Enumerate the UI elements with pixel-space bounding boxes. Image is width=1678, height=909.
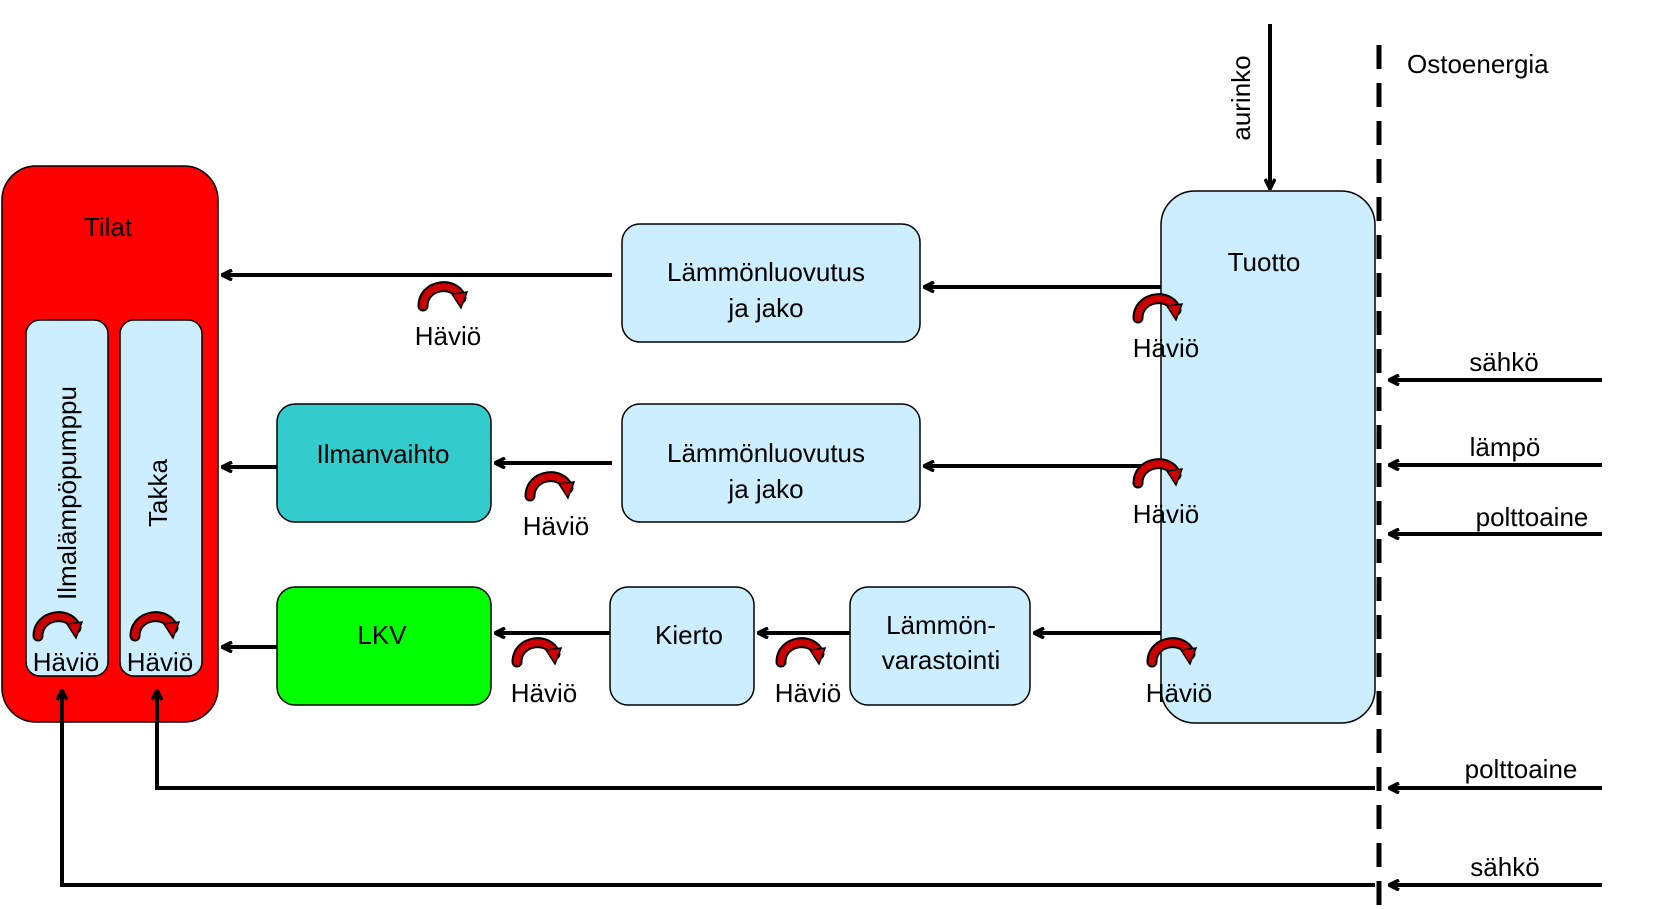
loss-label-ilmalampopumppu: Häviö xyxy=(33,647,99,677)
kierto-label: Kierto xyxy=(655,620,723,650)
kierto-box xyxy=(609,586,755,706)
lammonvarastointi-line-2: varastointi xyxy=(882,645,1001,675)
input-sahko-bottom-label: sähkö xyxy=(1470,852,1539,882)
polttoaine-to-takka-line xyxy=(157,690,1375,790)
loss-label-tuotto-3: Häviö xyxy=(1146,678,1212,708)
lammonluovutus-1-line-1: Lämmönluovutus xyxy=(667,257,865,287)
loss-label-tuotto-1: Häviö xyxy=(1133,333,1199,363)
lammonvarastointi-box xyxy=(849,586,1031,706)
lammonluovutus-1-line-2: ja jako xyxy=(727,293,803,323)
lammonvarastointi-line-1: Lämmön- xyxy=(886,610,996,640)
loss-icon-lkv xyxy=(517,643,561,664)
loss-label-lammonluovutus-1: Häviö xyxy=(415,321,481,351)
input-polttoaine-bottom-label: polttoaine xyxy=(1465,754,1578,784)
loss-label-kierto: Häviö xyxy=(775,678,841,708)
lammonluovutus-box-1 xyxy=(621,223,921,343)
loss-label-tuotto-2: Häviö xyxy=(1133,499,1199,529)
ilmalampopumppu-box xyxy=(25,319,109,677)
boundary-title: Ostoenergia xyxy=(1407,49,1549,79)
loss-icon-tuotto-2 xyxy=(1138,464,1182,485)
loss-label-ilmanvaihto: Häviö xyxy=(523,511,589,541)
loss-icon-tuotto-1 xyxy=(1138,299,1182,320)
takka-label: Takka xyxy=(143,459,173,527)
ilmanvaihto-label: Ilmanvaihto xyxy=(317,439,450,469)
sahko-to-ilmalampopumppu-line xyxy=(62,690,1375,887)
loss-icon-lammonluovutus-1 xyxy=(423,287,467,308)
tilat-label: Tilat xyxy=(84,212,133,242)
ilmanvaihto-box xyxy=(276,403,492,523)
takka-box xyxy=(119,319,203,677)
loss-label-lkv: Häviö xyxy=(511,678,577,708)
input-polttoaine-top-label: polttoaine xyxy=(1476,502,1589,532)
input-sahko-top-label: sähkö xyxy=(1469,347,1538,377)
loss-icon-ilmanvaihto xyxy=(530,477,574,498)
loss-label-takka: Häviö xyxy=(127,647,193,677)
lammonluovutus-2-line-1: Lämmönluovutus xyxy=(667,438,865,468)
tuotto-label: Tuotto xyxy=(1228,247,1301,277)
lammonluovutus-box-2 xyxy=(621,403,921,523)
ilmalampopumppu-label: Ilmalämpöpumppu xyxy=(52,386,82,600)
lammonluovutus-2-line-2: ja jako xyxy=(727,474,803,504)
input-lampo-label: lämpö xyxy=(1470,432,1541,462)
tuotto-box xyxy=(1160,190,1376,724)
lkv-label: LKV xyxy=(357,620,407,650)
aurinko-label: aurinko xyxy=(1226,55,1256,140)
loss-icon-kierto xyxy=(781,643,825,664)
